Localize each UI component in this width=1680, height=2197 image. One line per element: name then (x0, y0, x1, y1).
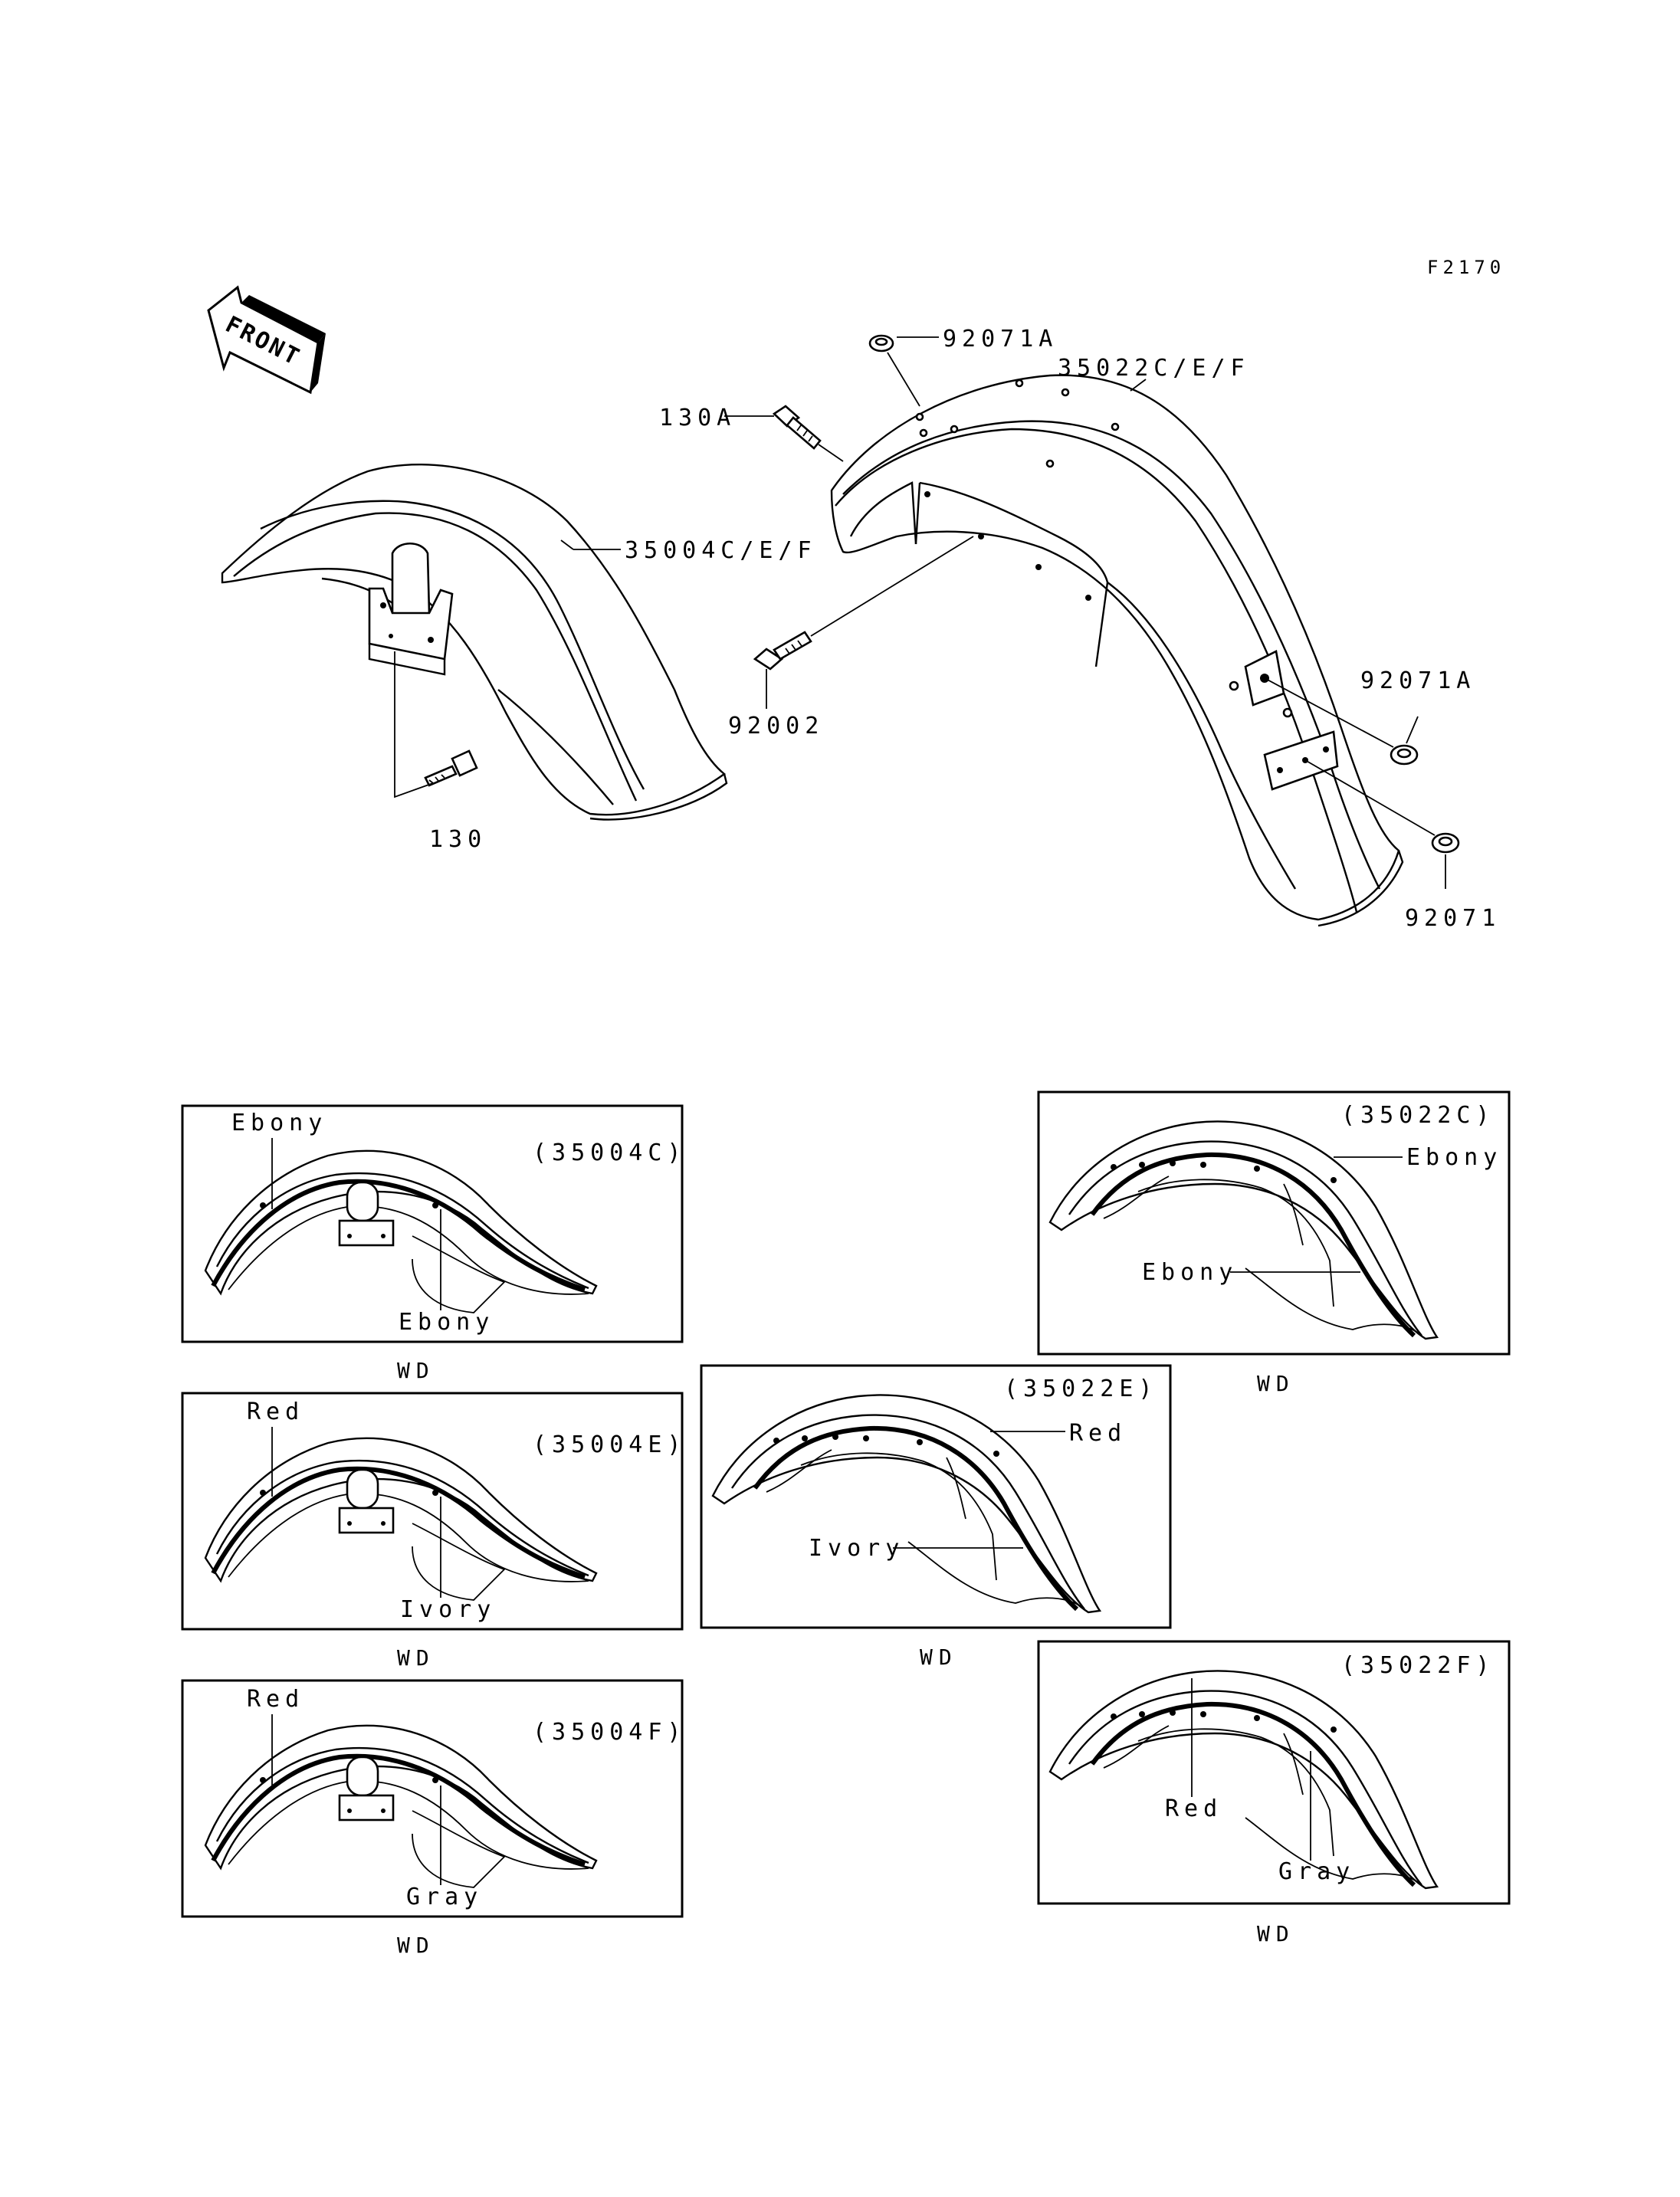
variant-code: (35022F) (1341, 1652, 1495, 1679)
front-fender (221, 464, 728, 821)
nut-92071A-top-icon (868, 334, 894, 353)
variant-35022C: (35022C) Ebony Ebony WD (1037, 1090, 1511, 1396)
variant-footer: WD (397, 1645, 435, 1671)
callout-130: 130 (429, 826, 487, 853)
variant-label-a: Red (1069, 1420, 1127, 1447)
callout-130A: 130A (659, 405, 736, 431)
variant-35022E: (35022E) Red Ivory WD (700, 1364, 1172, 1670)
rear-fender (830, 374, 1404, 927)
variant-label-bottom: Ivory (400, 1596, 496, 1623)
bolt-130A-icon (772, 405, 822, 450)
variant-footer: WD (1257, 1921, 1295, 1946)
nut-92071A-right-icon (1390, 744, 1419, 766)
callout-35004: 35004C/E/F (625, 537, 817, 564)
variant-35004E: (35004E) Red Ivory WD (181, 1392, 687, 1671)
variant-label-a: Ebony (1406, 1144, 1502, 1171)
variant-footer: WD (1257, 1371, 1295, 1396)
variant-code: (35022C) (1341, 1102, 1495, 1129)
variant-footer: WD (397, 1933, 435, 1958)
variant-code: (35004C) (533, 1139, 687, 1166)
variant-35022F: (35022F) Red Gray WD (1037, 1640, 1511, 1946)
callout-92071A-right: 92071A (1360, 667, 1475, 694)
variant-footer: WD (920, 1644, 958, 1670)
variant-code: (35004F) (533, 1719, 687, 1746)
figure-id: F2170 (1427, 257, 1505, 278)
variant-label-bottom: Ebony (399, 1309, 494, 1336)
front-arrow-icon: FRONT (207, 285, 326, 395)
variant-label-b: Gray (1278, 1858, 1355, 1885)
callout-35022: 35022C/E/F (1058, 355, 1250, 382)
variant-label-b: Ebony (1142, 1259, 1238, 1286)
callout-92071A-top: 92071A (943, 326, 1058, 353)
variant-label-bottom: Gray (406, 1884, 483, 1910)
nut-92071-icon (1431, 832, 1460, 854)
variant-label-a: Red (1165, 1795, 1222, 1822)
callout-92002: 92002 (728, 713, 824, 739)
variant-label-top: Red (247, 1399, 304, 1425)
variant-35004C: (35004C) Ebony Ebony WD (181, 1104, 687, 1383)
callout-92071: 92071 (1405, 905, 1501, 932)
variant-code: (35004E) (533, 1431, 687, 1458)
bolt-92002-icon (753, 631, 812, 671)
variant-label-top: Red (247, 1686, 304, 1713)
variant-35004F: (35004F) Red Gray WD (181, 1679, 687, 1958)
variant-label-b: Ivory (809, 1535, 904, 1562)
variant-label-top: Ebony (231, 1110, 327, 1136)
variant-footer: WD (397, 1358, 435, 1383)
bolt-130-icon (424, 749, 478, 787)
variant-code: (35022E) (1004, 1376, 1158, 1402)
